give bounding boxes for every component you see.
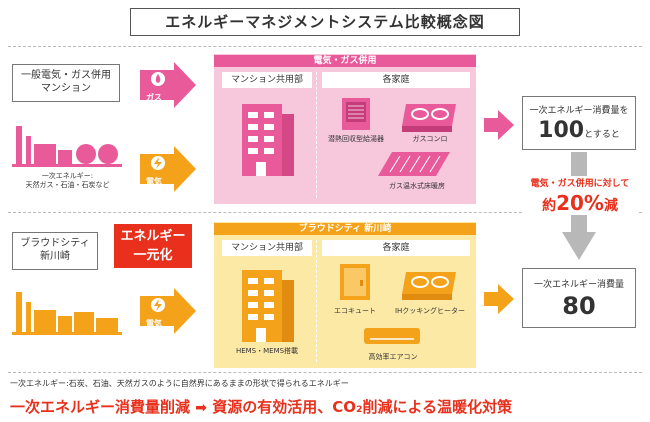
page-title: エネルギーマネジメントシステム比較概念図 — [130, 8, 520, 36]
arrow-right-icon — [484, 284, 514, 314]
energy-suffix: とすると — [584, 130, 620, 140]
energy-label: 一次エネルギー消費量を — [529, 106, 629, 116]
common-area-label: マンション共用部 — [222, 72, 312, 88]
source-label-line: 新川崎 — [40, 251, 70, 262]
source-label-bottom: ブラウドシティ 新川崎 — [12, 232, 98, 270]
common-area-label: マンション共用部 — [222, 240, 312, 256]
item-label: 高効率エアコン — [368, 353, 418, 361]
source-label-line: ブラウドシティ — [20, 238, 90, 249]
power-plant-icon — [12, 126, 122, 167]
home-label: 各家庭 — [322, 72, 470, 88]
plant-caption: 一次エネルギー: 天然ガス・石油・石炭など — [10, 172, 125, 190]
electric-arrow-icon — [140, 146, 196, 192]
source-label-top: 一般電気・ガス併用 マンション — [12, 64, 120, 102]
divider — [316, 240, 317, 362]
energy-unify-badge: エネルギー 一元化 — [114, 224, 192, 268]
electric-arrow-icon — [140, 288, 196, 334]
energy-value: 80 — [562, 292, 596, 320]
item-label: IHクッキングヒーター — [394, 307, 466, 315]
reduction-callout: 電気・ガス併用に対して 約20%減 — [522, 176, 638, 215]
slogan: 一次エネルギー消費量削減 ➡ 資源の有効活用、CO₂削減による温暖化対策 — [10, 396, 646, 417]
slogan-left: 一次エネルギー消費量削減 — [10, 398, 191, 416]
building-caption: HEMS・MEMS搭載 — [235, 347, 299, 355]
item-label: 潜熱回収型給湯器 — [328, 135, 384, 143]
eco-cute-icon — [340, 264, 370, 300]
divider — [8, 46, 642, 47]
item-label: エコキュート — [334, 307, 376, 315]
slogan-right: 資源の有効活用、CO₂削減による温暖化対策 — [212, 398, 513, 416]
apartment-building-icon — [242, 104, 294, 176]
source-label-line: 一般電気・ガス併用 — [21, 70, 111, 81]
home-label: 各家庭 — [322, 240, 470, 256]
arrow-right-icon: ➡ — [195, 400, 207, 416]
energy-consumption-box-bottom: 一次エネルギー消費量 80 — [522, 268, 636, 328]
item-label: ガス温水式床暖房 — [389, 182, 445, 190]
section-title: 電気・ガス併用 — [214, 55, 476, 67]
unify-line: 一元化 — [133, 248, 173, 263]
energy-label: 一次エネルギー消費量 — [533, 280, 624, 290]
gas-stove-icon — [402, 104, 456, 132]
energy-value: 100 — [538, 118, 585, 143]
elec-label: 電気 — [146, 177, 162, 186]
item-label: ガスコンロ — [412, 135, 448, 143]
arrow-right-icon — [484, 110, 514, 140]
ih-cooktop-icon — [402, 272, 456, 300]
section-title: ブラウドシティ 新川崎 — [214, 223, 476, 235]
energy-consumption-box-top: 一次エネルギー消費量を 100とすると — [522, 96, 636, 150]
power-plant-icon — [12, 292, 122, 335]
water-heater-icon — [342, 98, 370, 130]
plant-caption-line: 一次エネルギー: — [41, 172, 94, 180]
gas-arrow-icon — [140, 62, 196, 108]
reduction-value: 20% — [556, 191, 604, 215]
unify-line: エネルギー — [120, 229, 186, 244]
reduction-line: 電気・ガス併用に対して — [530, 179, 630, 189]
reduction-suffix: 減 — [603, 198, 618, 214]
plant-caption-line: 天然ガス・石油・石炭など — [25, 181, 110, 189]
air-conditioner-icon — [364, 328, 420, 344]
divider — [8, 212, 642, 213]
apartment-building-icon — [242, 270, 294, 342]
divider — [8, 372, 642, 373]
footnote: 一次エネルギー:石炭、石油、天然ガスのように自然界にあるままの形状で得られるエネ… — [10, 379, 349, 388]
divider — [316, 72, 317, 198]
gas-label: ガス — [146, 93, 162, 102]
reduction-prefix: 約 — [542, 198, 557, 214]
floor-heating-icon — [378, 152, 450, 176]
source-label-line: マンション — [41, 83, 91, 94]
elec-label: 電気 — [146, 319, 162, 328]
